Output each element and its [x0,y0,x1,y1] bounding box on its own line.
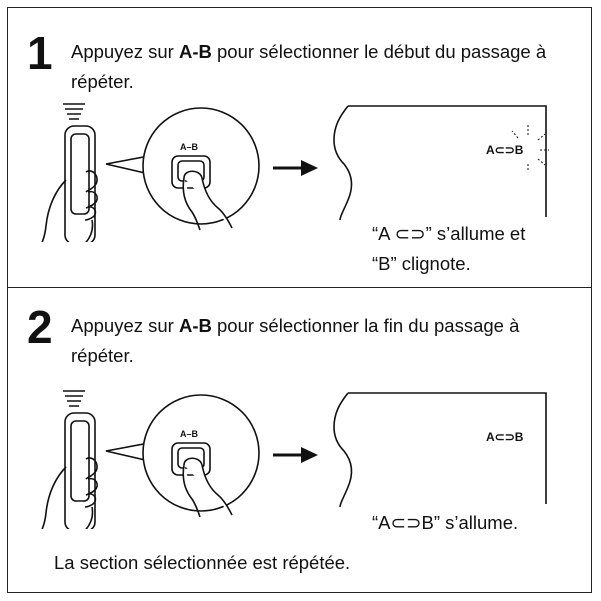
step-1-text-after: pour sélectionner le début du passage à … [71,41,547,92]
remote-control-icon [64,125,96,242]
hand-icon [41,457,98,529]
step-2-instruction: Appuyez sur A-B pour sélectionner la fin… [71,311,571,371]
hand-icon [41,170,98,242]
step-2-illustration: A–B A⊂⊃B [41,390,547,529]
display-window [333,105,547,221]
step-1-illustration: A–B A⊂⊃B [41,103,549,242]
pressing-finger-icon [182,457,233,518]
step-2-key: A-B [178,315,212,336]
pressing-finger-icon [182,170,233,231]
step-1-number: 1 [27,27,53,79]
instruction-panel: 1 Appuyez sur A-B pour sélectionner le d… [7,7,592,593]
footer-note: La section sélectionnée est répétée. [54,552,351,573]
step-divider [8,287,591,288]
step-1-caption-2: “B” clignote. [372,253,471,274]
step-2-number: 2 [27,301,53,353]
ab-button-label: A–B [180,142,199,152]
step-1-caption-1: “A ⊂⊃” s’allume et [372,223,526,244]
step-1-instruction: Appuyez sur A-B pour sélectionner le déb… [71,37,571,97]
step-1-text-before: Appuyez sur [71,41,179,62]
step-2-text-before: Appuyez sur [71,315,179,336]
arrow-right-icon [273,447,318,463]
ab-button-label: A–B [180,429,199,439]
remote-signal-icon [63,103,85,120]
blink-rays-icon [511,125,549,172]
step-2-text-after: pour sélectionner la fin du passage à ré… [71,315,520,366]
display-window [333,392,547,508]
arrow-right-icon [273,160,318,176]
display-indicator: A⊂⊃B [486,143,524,157]
remote-signal-icon [63,390,85,407]
display-indicator: A⊂⊃B [486,430,524,444]
remote-control-icon [64,412,96,529]
step-2-caption: “A⊂⊃B” s’allume. [372,512,519,533]
step-1-key: A-B [178,41,212,62]
